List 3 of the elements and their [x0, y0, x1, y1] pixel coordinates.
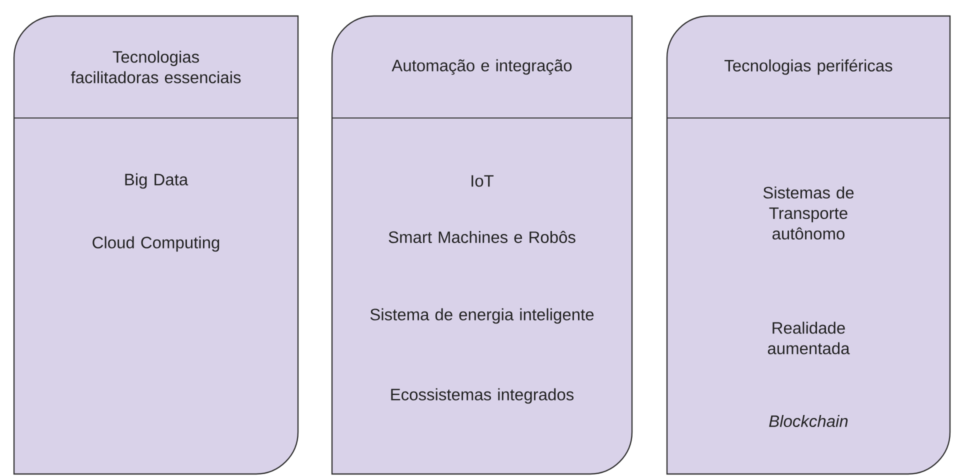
- card: Tecnologias facilitadoras essenciais Big Data Cloud Computing: [13, 15, 299, 475]
- card: Tecnologias periféricas Sistemas de Transporte autônomo Realidade aumentada Blockchain: [666, 15, 951, 475]
- card: Automação e integração IoT Smart Machines e Robôs Sistema de energia inteligente Ecossistemas integrados: [331, 15, 633, 475]
